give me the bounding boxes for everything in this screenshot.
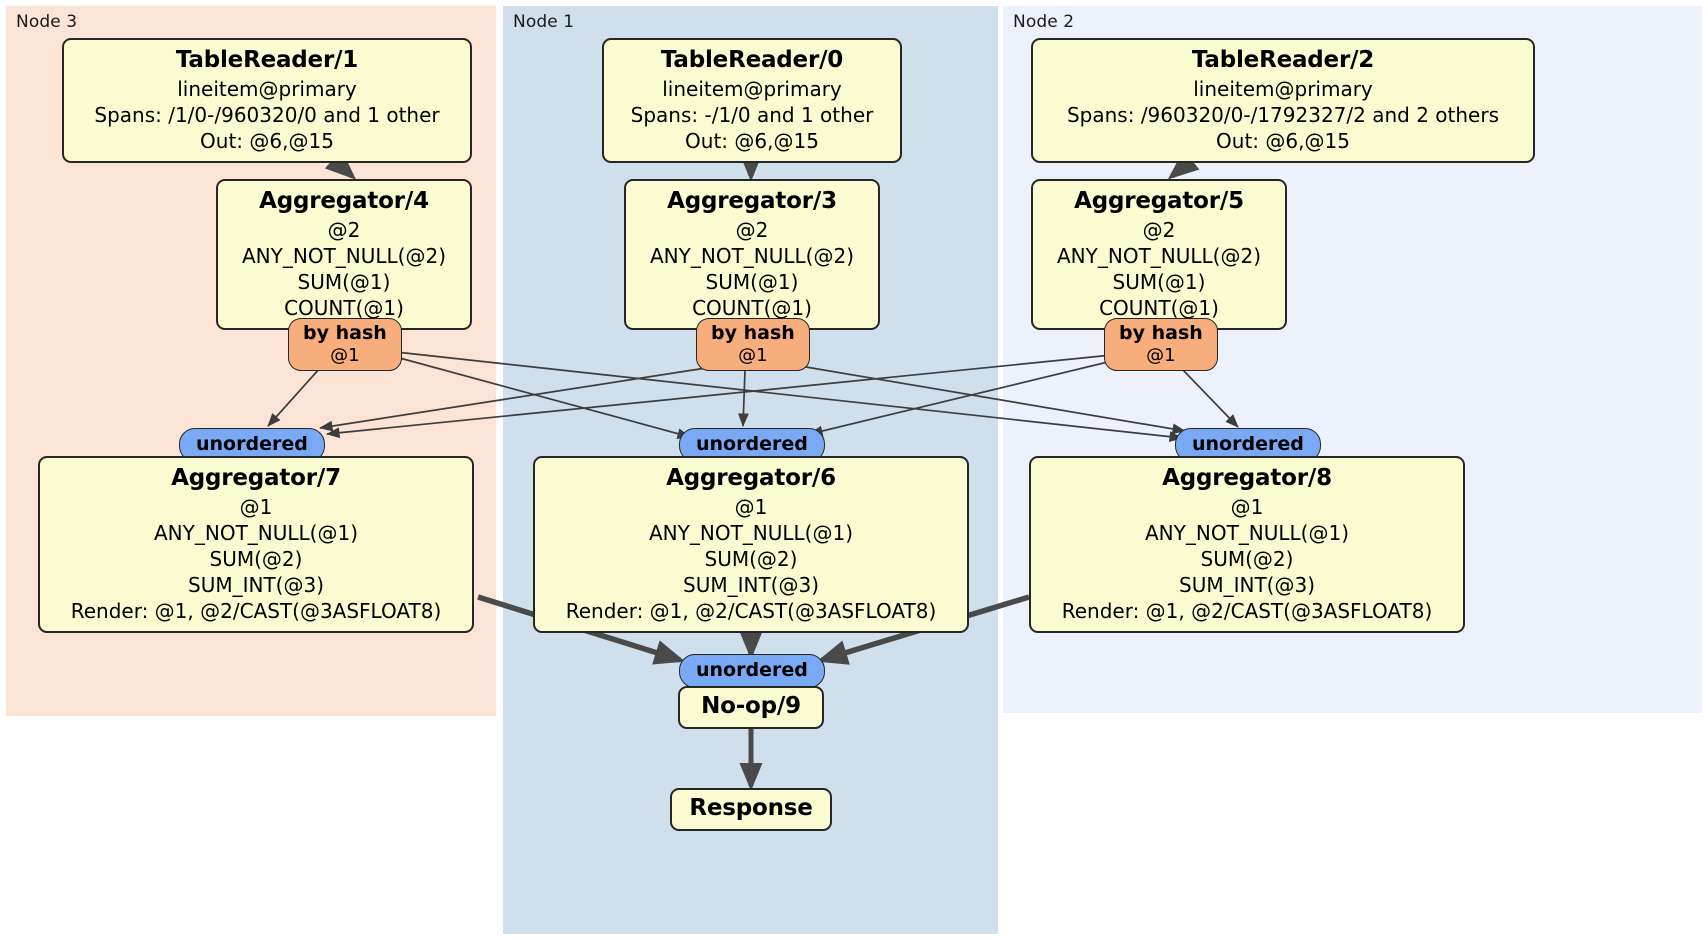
- router-column: @1: [738, 344, 768, 366]
- processor-aggregator-5[interactable]: Aggregator/5 @2 ANY_NOT_NULL(@2) SUM(@1)…: [1031, 179, 1287, 330]
- router-label: by hash: [711, 322, 795, 344]
- processor-detail-line: SUM_INT(@3): [1179, 572, 1315, 597]
- router-column: @1: [330, 344, 360, 366]
- processor-detail-line: Spans: /960320/0-/1792327/2 and 2 others: [1066, 102, 1499, 127]
- processor-detail-line: Spans: /1/0-/960320/0 and 1 other: [94, 102, 440, 127]
- router-label: by hash: [303, 322, 387, 344]
- processor-aggregator-6[interactable]: Aggregator/6 @1 ANY_NOT_NULL(@1) SUM(@2)…: [533, 456, 969, 633]
- processor-detail-line: SUM(@2): [1200, 546, 1294, 571]
- router-label: by hash: [1119, 322, 1203, 344]
- processor-table-reader-0[interactable]: TableReader/0 lineitem@primary Spans: -/…: [602, 38, 902, 163]
- processor-aggregator-8[interactable]: Aggregator/8 @1 ANY_NOT_NULL(@1) SUM(@2)…: [1029, 456, 1465, 633]
- processor-title: No-op/9: [701, 693, 801, 719]
- processor-detail-line: Out: @6,@15: [200, 128, 334, 153]
- processor-detail-line: Out: @6,@15: [685, 128, 819, 153]
- processor-detail-line: @1: [239, 494, 273, 519]
- processor-detail-line: ANY_NOT_NULL(@1): [1145, 520, 1349, 545]
- processor-title: Aggregator/8: [1162, 465, 1332, 491]
- processor-detail-line: SUM_INT(@3): [683, 572, 819, 597]
- processor-render-line: Render: @1, @2/CAST(@3ASFLOAT8): [70, 598, 442, 623]
- processor-detail-line: lineitem@primary: [662, 76, 842, 101]
- processor-detail-line: @1: [734, 494, 768, 519]
- processor-aggregator-3[interactable]: Aggregator/3 @2 ANY_NOT_NULL(@2) SUM(@1)…: [624, 179, 880, 330]
- processor-detail-line: Spans: -/1/0 and 1 other: [630, 102, 874, 127]
- processor-detail-line: ANY_NOT_NULL(@2): [242, 243, 446, 268]
- processor-detail-line: @2: [327, 217, 361, 242]
- processor-detail-line: @2: [735, 217, 769, 242]
- processor-detail-line: SUM(@1): [705, 269, 799, 294]
- processor-title: Aggregator/5: [1074, 188, 1244, 214]
- node-panel-label-node1: Node 1: [513, 12, 575, 32]
- processor-detail-line: SUM(@1): [297, 269, 391, 294]
- processor-aggregator-7[interactable]: Aggregator/7 @1 ANY_NOT_NULL(@1) SUM(@2)…: [38, 456, 474, 633]
- processor-detail-line: SUM(@2): [704, 546, 798, 571]
- processor-aggregator-4[interactable]: Aggregator/4 @2 ANY_NOT_NULL(@2) SUM(@1)…: [216, 179, 472, 330]
- processor-title: Aggregator/4: [259, 188, 429, 214]
- processor-detail-line: COUNT(@1): [692, 295, 812, 320]
- router-column: @1: [1146, 344, 1176, 366]
- processor-table-reader-1[interactable]: TableReader/1 lineitem@primary Spans: /1…: [62, 38, 472, 163]
- processor-detail-line: ANY_NOT_NULL(@1): [649, 520, 853, 545]
- synchronizer-unordered-final[interactable]: unordered: [679, 654, 825, 688]
- processor-title: Aggregator/3: [667, 188, 837, 214]
- processor-detail-line: SUM(@1): [1112, 269, 1206, 294]
- processor-detail-line: ANY_NOT_NULL(@2): [650, 243, 854, 268]
- processor-detail-line: Out: @6,@15: [1216, 128, 1350, 153]
- node-panel-label-node3: Node 3: [16, 12, 78, 32]
- processor-noop-9[interactable]: No-op/9: [678, 686, 824, 729]
- processor-title: Response: [689, 795, 813, 821]
- processor-detail-line: ANY_NOT_NULL(@2): [1057, 243, 1261, 268]
- processor-detail-line: SUM(@2): [209, 546, 303, 571]
- node-panel-label-node2: Node 2: [1013, 12, 1075, 32]
- processor-detail-line: lineitem@primary: [1193, 76, 1373, 101]
- processor-response[interactable]: Response: [670, 788, 832, 831]
- processor-detail-line: SUM_INT(@3): [188, 572, 324, 597]
- processor-render-line: Render: @1, @2/CAST(@3ASFLOAT8): [565, 598, 937, 623]
- router-by-hash-right[interactable]: by hash @1: [1104, 318, 1218, 372]
- router-by-hash-left[interactable]: by hash @1: [288, 318, 402, 372]
- processor-title: TableReader/0: [660, 47, 844, 73]
- processor-detail-line: ANY_NOT_NULL(@1): [154, 520, 358, 545]
- processor-title: Aggregator/7: [171, 465, 341, 491]
- processor-detail-line: @1: [1230, 494, 1264, 519]
- processor-title: TableReader/1: [175, 47, 359, 73]
- processor-detail-line: @2: [1142, 217, 1176, 242]
- processor-table-reader-2[interactable]: TableReader/2 lineitem@primary Spans: /9…: [1031, 38, 1535, 163]
- processor-render-line: Render: @1, @2/CAST(@3ASFLOAT8): [1061, 598, 1433, 623]
- router-by-hash-middle[interactable]: by hash @1: [696, 318, 810, 372]
- processor-detail-line: COUNT(@1): [284, 295, 404, 320]
- processor-detail-line: lineitem@primary: [177, 76, 357, 101]
- processor-title: TableReader/2: [1191, 47, 1375, 73]
- processor-detail-line: COUNT(@1): [1099, 295, 1219, 320]
- processor-title: Aggregator/6: [666, 465, 836, 491]
